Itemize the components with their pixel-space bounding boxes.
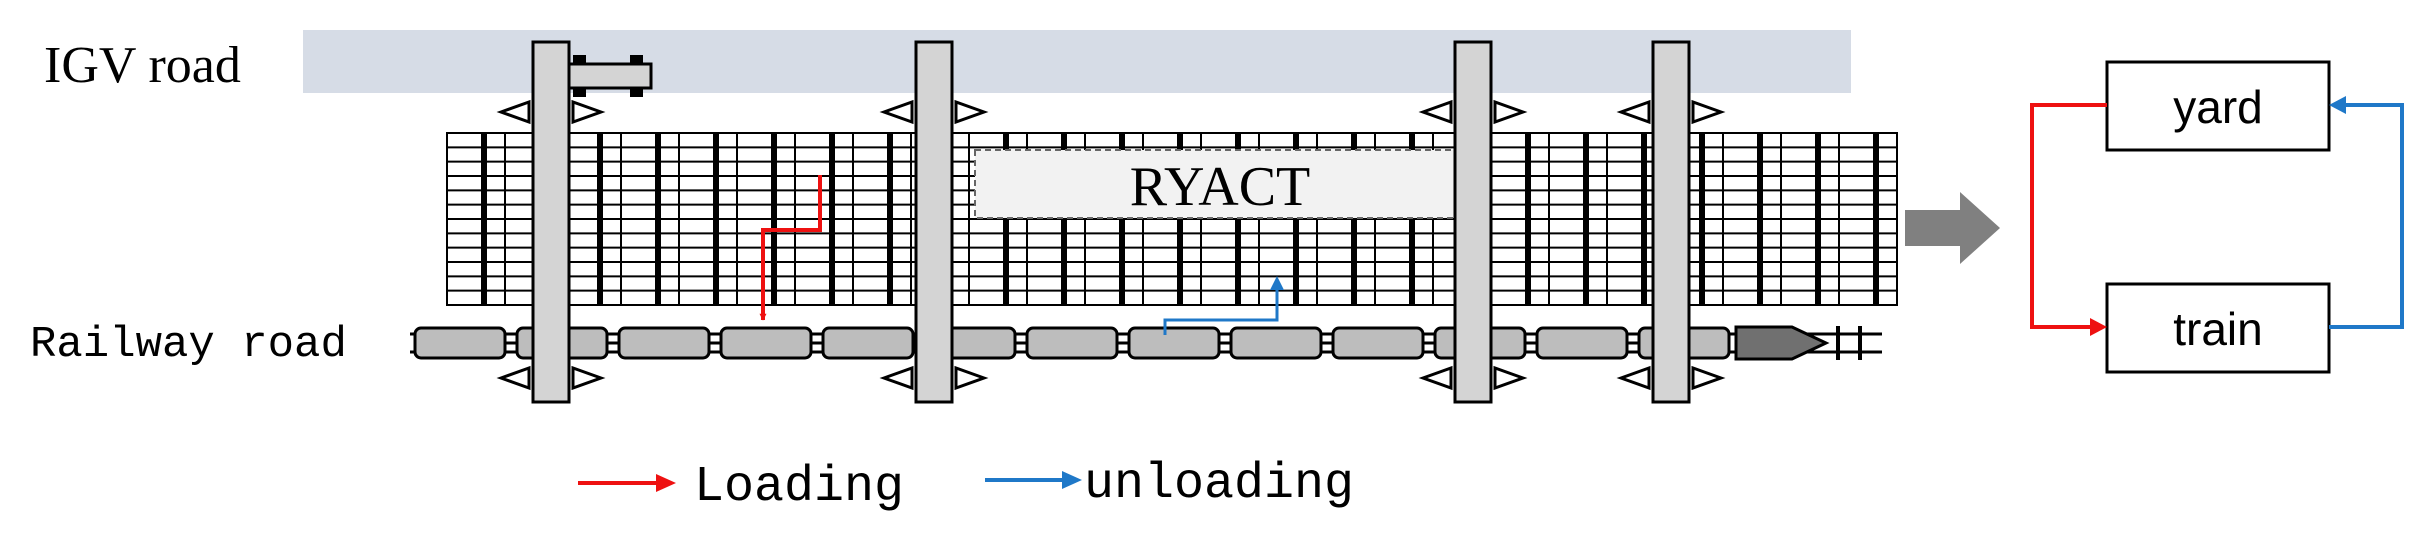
terminal-label-box	[974, 149, 1466, 219]
train-box-label: train	[2173, 303, 2262, 355]
crane-wheel-icon	[496, 365, 531, 391]
crane-wheel-icon	[1493, 365, 1528, 391]
crane-wheel-icon	[571, 365, 606, 391]
wagon	[1229, 326, 1323, 360]
flow-unloading-arrowhead	[2329, 96, 2346, 114]
flow-loading-arrowhead	[2090, 318, 2107, 336]
loading-path	[759, 175, 822, 321]
wagon	[1025, 326, 1119, 360]
wagon	[617, 326, 711, 360]
crane-wheel-icon	[954, 99, 989, 125]
unloading-path	[1163, 286, 1279, 335]
train-box	[2105, 282, 2331, 374]
legend-loading-label: Loading	[694, 459, 904, 516]
wagon	[1331, 326, 1425, 360]
crane-wheel-icon	[1616, 99, 1651, 125]
gantry-crane	[914, 40, 954, 404]
wagon	[1127, 326, 1221, 360]
legend: Loading unloading	[578, 456, 1354, 516]
igv-road-label: IGV road	[44, 37, 241, 94]
crane-wheel-icon	[571, 99, 606, 125]
wagon	[1535, 326, 1629, 360]
crane-wheel-icon	[1616, 365, 1651, 391]
legend-unloading-arrow-icon	[1062, 471, 1082, 489]
crane-wheel-icon	[1691, 365, 1726, 391]
flow-loading-arrow	[2030, 103, 2107, 329]
legend-unloading-label: unloading	[1084, 456, 1354, 513]
legend-loading-arrow-icon	[656, 474, 676, 492]
wagon	[413, 326, 507, 360]
gantry-crane	[1453, 40, 1493, 404]
unloading-arrowhead	[1270, 276, 1284, 290]
wagon	[821, 326, 915, 360]
crane-wheel-icon	[1493, 99, 1528, 125]
flow-unloading-arrow	[2329, 103, 2404, 329]
terminal-label: RYACT	[1130, 156, 1311, 218]
crane-wheel-icon	[1418, 99, 1453, 125]
wagon	[719, 326, 813, 360]
right-arrow-icon	[1905, 192, 2000, 264]
railway-road-label: Railway road	[30, 320, 347, 370]
gantry-crane	[1651, 40, 1691, 404]
locomotive-icon	[1734, 325, 1830, 361]
crane-wheel-icon	[496, 99, 531, 125]
crane-wheel-icon	[1691, 99, 1726, 125]
yard-box-label: yard	[2173, 81, 2262, 133]
gantry-crane	[531, 40, 571, 404]
crane-wheel-icon	[954, 365, 989, 391]
gantry-cranes	[496, 40, 1726, 404]
crane-wheel-icon	[1418, 365, 1453, 391]
crane-wheel-icon	[879, 99, 914, 125]
crane-wheel-icon	[879, 365, 914, 391]
